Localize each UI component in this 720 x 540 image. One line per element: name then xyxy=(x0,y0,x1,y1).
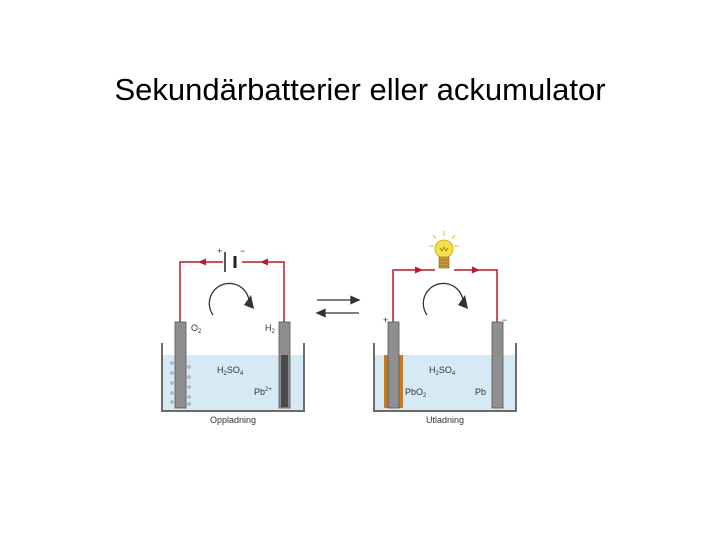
charging-beaker xyxy=(161,343,305,412)
discharging-electrolyte-label: H2SO4 xyxy=(429,365,456,377)
discharging-plus-label: + xyxy=(383,315,388,325)
charging-left-electrode xyxy=(174,321,187,409)
light-bulb-icon xyxy=(429,231,459,269)
circular-arrow-icon xyxy=(208,282,254,316)
charging-caption: Oppladning xyxy=(210,415,256,425)
discharging-minus-label: − xyxy=(502,315,507,325)
charging-electrolyte-label: H2SO4 xyxy=(217,365,244,377)
wire-arrow-icon xyxy=(472,266,480,274)
gas-bubbles-icon xyxy=(170,361,191,406)
battery-plus-label: + xyxy=(217,246,222,256)
electrochemistry-diagram: + − O2 H2 H2SO4 Pb2+ Oppladning xyxy=(161,231,517,425)
circular-arrow-icon xyxy=(422,282,468,316)
wire-arrow-icon xyxy=(415,266,423,274)
discharging-cell: + − H2SO4 PbO2 Pb Utladning xyxy=(373,231,517,425)
charging-o2-label: O2 xyxy=(191,323,202,335)
discharging-caption: Utladning xyxy=(426,415,464,425)
wire-arrow-icon xyxy=(198,258,206,266)
wire-arrow-icon xyxy=(260,258,268,266)
equilibrium-arrows-icon xyxy=(315,295,361,318)
charging-cell: + − O2 H2 H2SO4 Pb2+ Oppladning xyxy=(161,246,305,425)
charging-wire-left xyxy=(179,261,223,322)
slide-title: Sekundärbatterier eller ackumulator xyxy=(114,72,606,107)
charging-ion-label: Pb2+ xyxy=(254,387,272,397)
discharging-beaker xyxy=(373,343,517,412)
discharging-pb-label: Pb xyxy=(475,387,486,397)
battery-minus-label: − xyxy=(240,246,245,256)
discharging-wire-right xyxy=(454,269,498,322)
battery-icon: + − xyxy=(217,246,245,272)
discharging-wire-left xyxy=(392,269,435,322)
charging-h2-label: H2 xyxy=(265,323,276,335)
charging-right-electrode-coating xyxy=(281,355,288,407)
charging-wire-right xyxy=(242,261,285,322)
discharging-left-electrode xyxy=(387,321,400,409)
discharging-pbo2-label: PbO2 xyxy=(405,387,427,399)
discharging-right-electrode xyxy=(491,321,504,409)
